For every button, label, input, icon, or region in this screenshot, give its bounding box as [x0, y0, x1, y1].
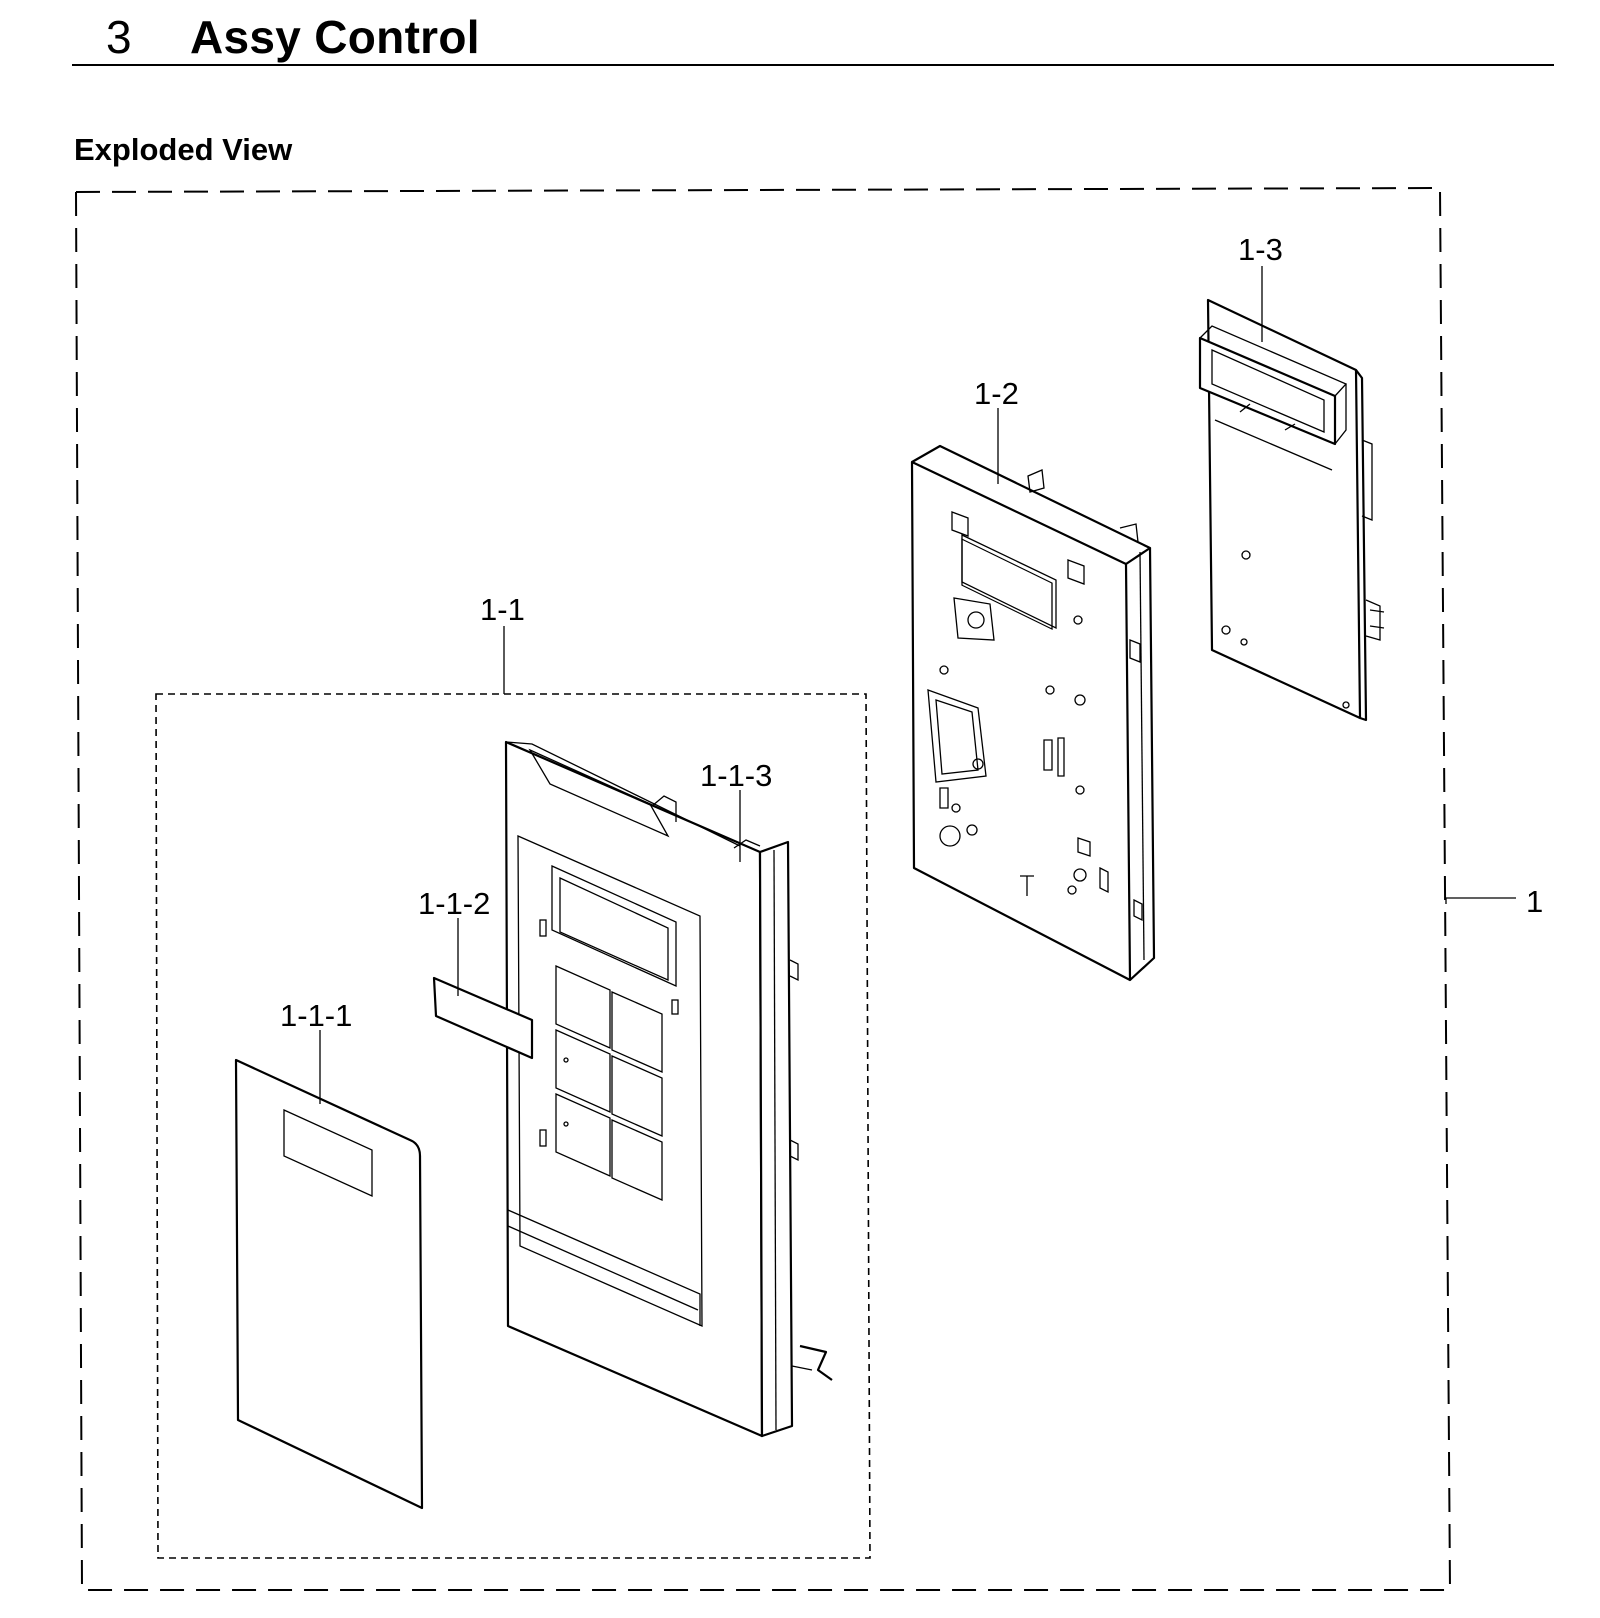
callout-1-3: 1-3	[1238, 232, 1283, 267]
title-rule	[72, 64, 1554, 66]
callout-1-1-1: 1-1-1	[280, 998, 352, 1033]
section-number: 3	[106, 11, 132, 63]
sub-assy-boundary	[155, 693, 871, 1559]
callout-1-2: 1-2	[974, 376, 1019, 411]
callout-1-1: 1-1	[480, 592, 525, 627]
part-1-2-bracket	[910, 444, 1156, 982]
assy-boundary	[74, 186, 1452, 1591]
part-1-1-2-window	[432, 976, 534, 1060]
callout-1: 1	[1526, 884, 1543, 919]
view-title: Exploded View	[74, 132, 293, 167]
callout-1-1-3: 1-1-3	[700, 758, 772, 793]
section-title: Assy Control	[190, 11, 480, 63]
part-1-1-3-panel-frame	[504, 740, 833, 1438]
callout-1-1-2: 1-1-2	[418, 886, 490, 921]
part-1-3-display-pcb	[1198, 298, 1385, 722]
leader-lines	[319, 266, 1516, 1104]
part-1-1-1-membrane-sheet	[234, 1058, 424, 1510]
